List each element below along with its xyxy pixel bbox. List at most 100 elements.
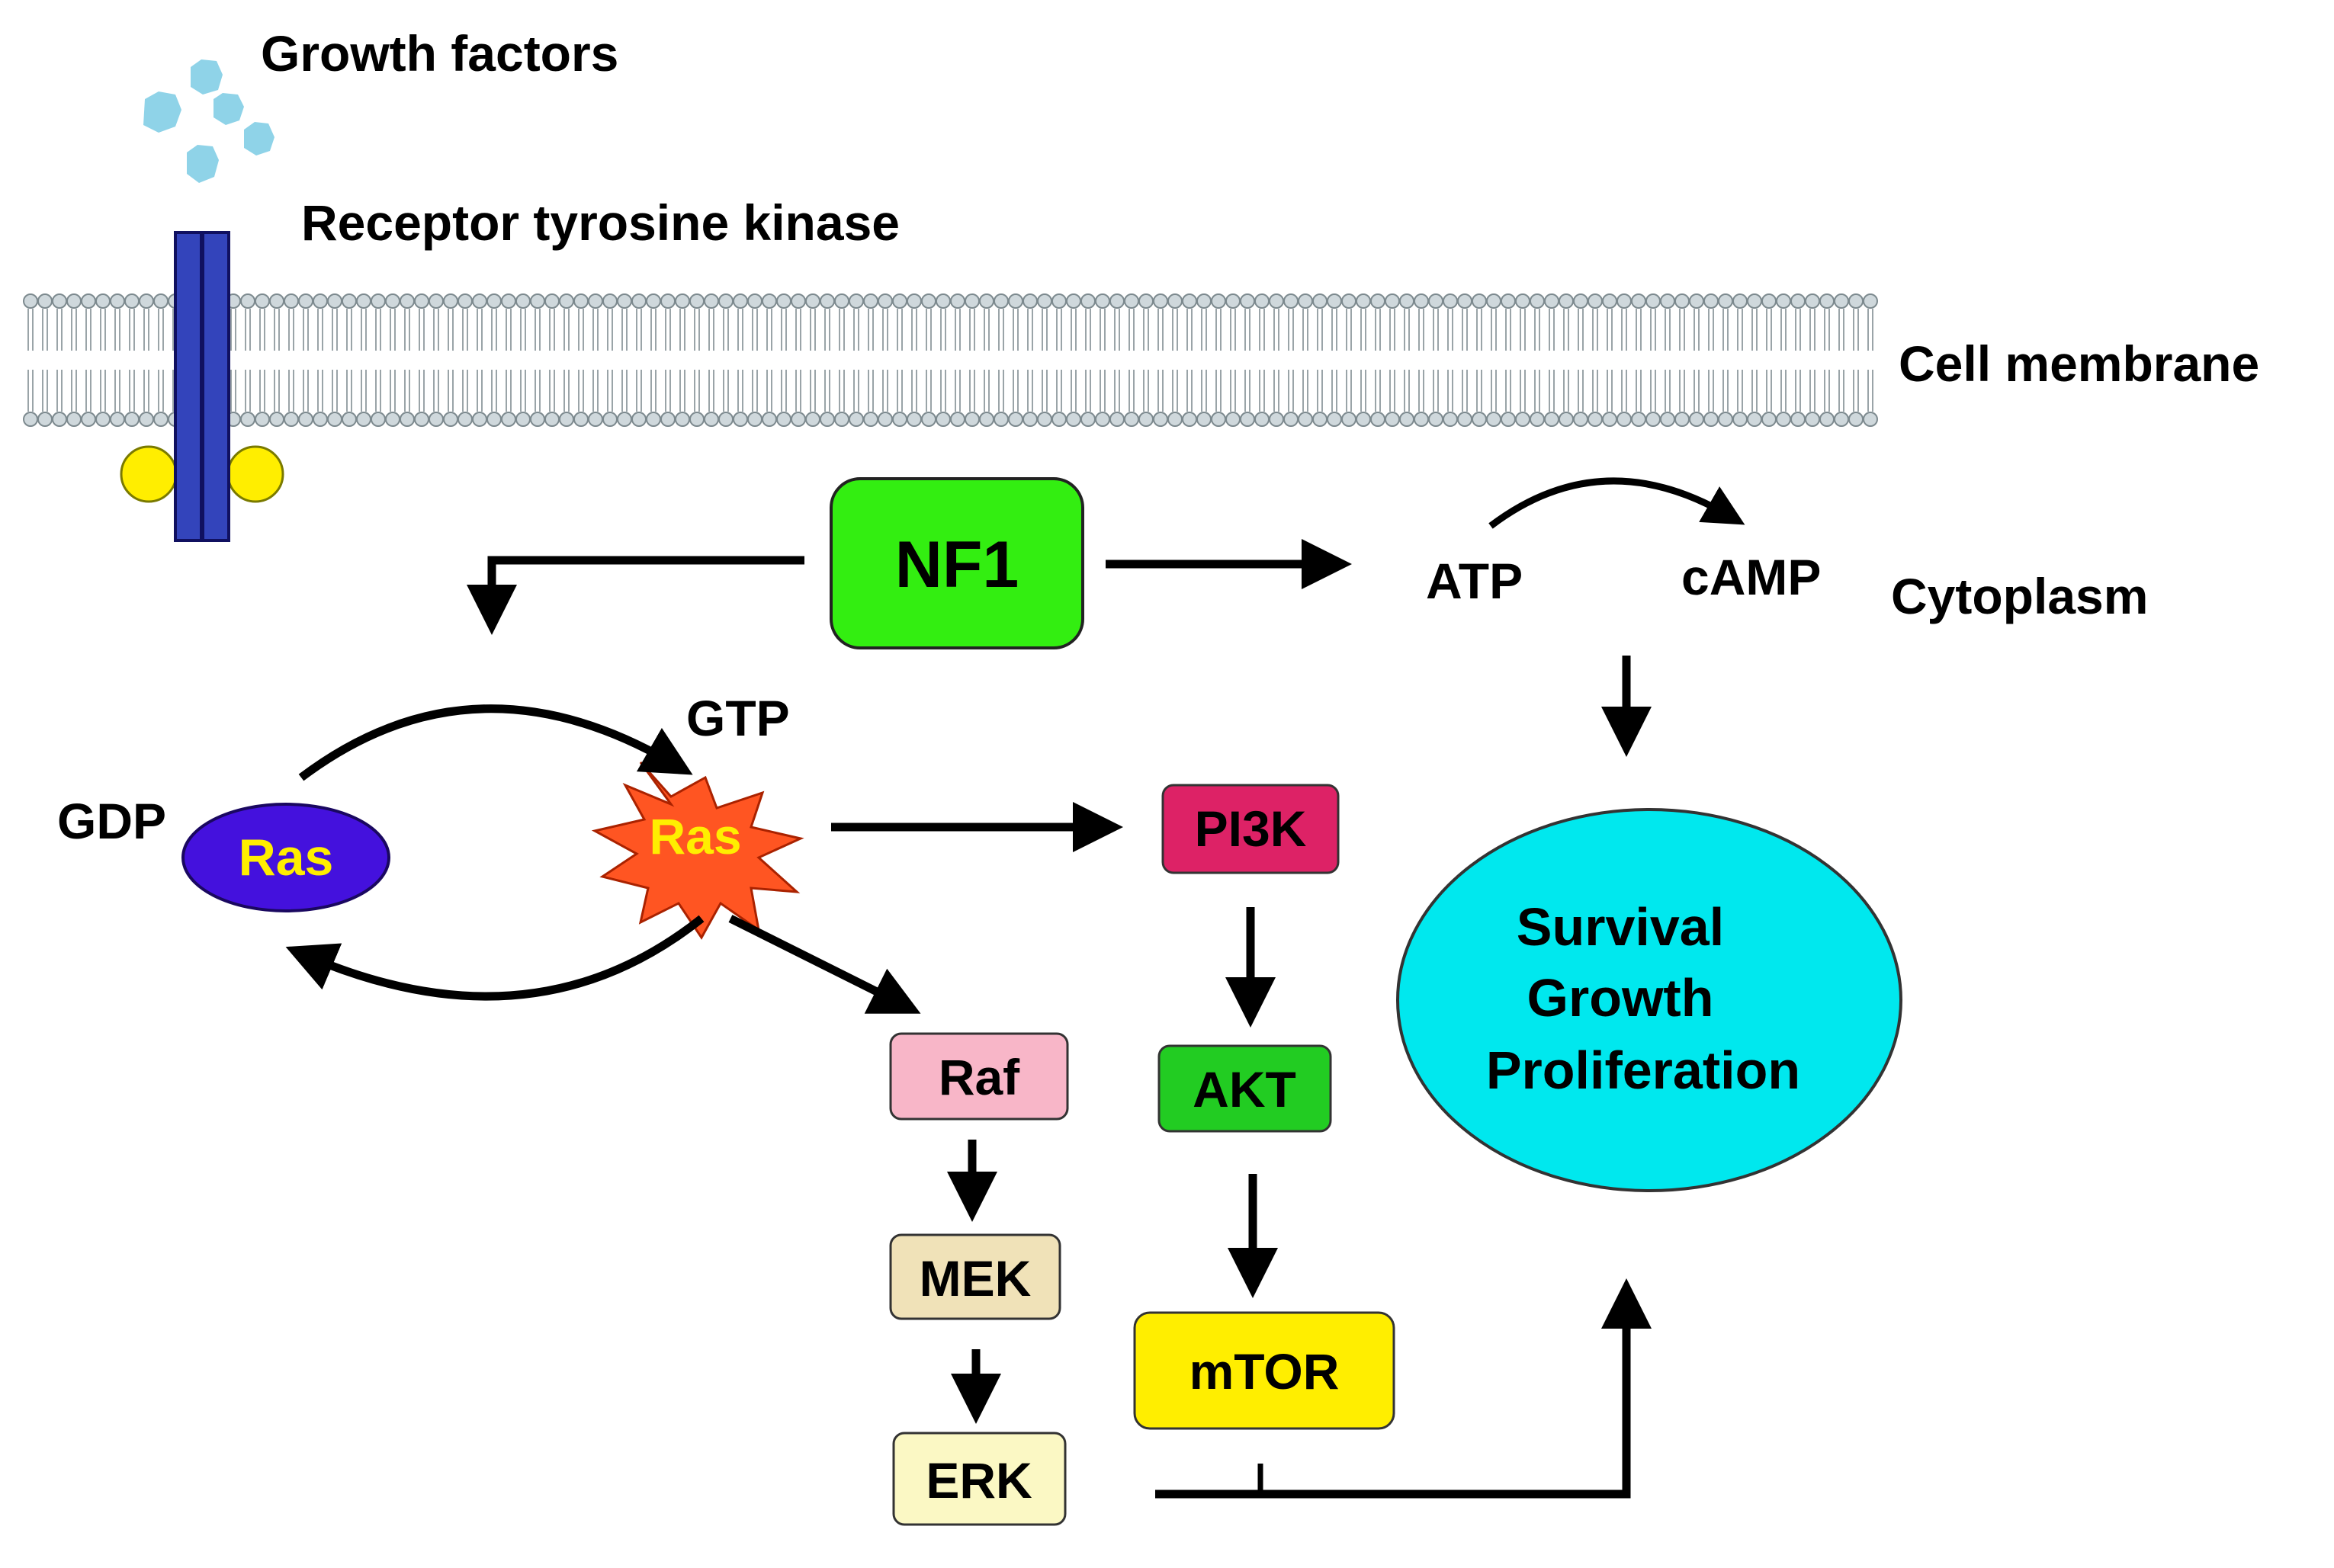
lipid-head [1588,412,1603,427]
lipid-head [414,412,429,427]
lipid-head [1602,293,1617,309]
ras-gdp-node: Ras [181,803,390,912]
lipid-head [863,412,878,427]
lipid-head [1370,293,1385,309]
growth-factors-icon [143,59,274,183]
lipid-head [544,293,560,309]
lipid-head [718,293,734,309]
lipid-tail [317,309,323,412]
lipid-head [1472,412,1487,427]
lipid-tail [607,309,613,412]
lipid-tail [1578,309,1584,412]
lipid-head [124,412,140,427]
lipid-head [1240,412,1255,427]
pi3k-node: PI3K [1161,784,1340,874]
lipid-tail [361,309,367,412]
lipid-head [66,293,82,309]
lipid-head [52,412,67,427]
lipid-head [1153,293,1168,309]
lipid-head [617,293,632,309]
lipid-head [1023,293,1038,309]
lipid-tail [1824,309,1830,412]
lipid-head [1443,293,1458,309]
lipid-tail [1230,309,1236,412]
lipid-head [921,293,936,309]
lipid-head [936,293,951,309]
lipid-tail [926,309,932,412]
lipid-tail [1751,309,1758,412]
lipid-head [559,293,574,309]
lipid-tail [549,309,555,412]
lipid-head [1544,293,1559,309]
lipid-tail [1563,309,1569,412]
lipid-tail [56,309,63,412]
lipid-tail [1259,309,1265,412]
lipid-head [23,412,38,427]
lipid-head [1428,412,1443,427]
lipid-head [1732,293,1748,309]
lipid-tail [824,309,830,412]
lipid-head [950,293,965,309]
lipid-head [1674,293,1690,309]
outcome-survival: Survival [1517,897,1724,957]
lipid-head [240,412,255,427]
lipid-tail [1172,309,1178,412]
camp-label: cAMP [1681,549,1821,605]
lipid-head [1356,293,1371,309]
lipid-head [718,412,734,427]
lipid-head [791,412,806,427]
lipid-head [457,293,473,309]
lipid-head [1109,412,1125,427]
lipid-tail [535,309,541,412]
arrow-erk-mtor-to-outcome [1155,1278,1652,1499]
cell-membrane-label: Cell membrane [1899,335,2259,392]
lipid-tail [940,309,946,412]
lipid-head [1124,293,1139,309]
lipid-head [1645,293,1661,309]
lipid-head [284,412,299,427]
lipid-head [834,293,849,309]
lipid-head [153,412,169,427]
lipid-tails [27,309,1873,412]
lipid-head [1399,293,1414,309]
lipid-head [139,412,154,427]
lipid-tail [955,309,961,412]
lipid-head [429,293,444,309]
lipid-tail [563,309,570,412]
lipid-tail [346,309,352,412]
lipid-head [1385,412,1400,427]
lipid-tail [679,309,685,412]
lipid-head [1356,412,1371,427]
lipid-tail [1534,309,1540,412]
lipid-head [1167,293,1183,309]
lipid-head [892,412,907,427]
lipid-tail [1708,309,1714,412]
lipid-head [602,412,618,427]
lipid-tail [1650,309,1656,412]
lipid-tail [984,309,990,412]
lipid-head [530,412,545,427]
lipid-head [1776,412,1791,427]
lipid-tail [390,309,396,412]
cell-membrane [23,293,1878,427]
lipid-head [1616,293,1632,309]
mek-node: MEK [889,1233,1061,1320]
lipid-head [675,412,690,427]
lipid-head [1674,412,1690,427]
lipid-head [1703,293,1719,309]
lipid-head [1848,293,1864,309]
lipid-head [1747,412,1762,427]
receptor-tyrosine-kinase-icon [120,231,284,542]
lipid-head [1066,412,1081,427]
lipid-head [1124,412,1139,427]
lipid-head [1138,293,1154,309]
lipid-head [269,412,284,427]
lipid-head [1848,412,1864,427]
lipid-head [52,293,67,309]
lipid-tail [868,309,874,412]
lipid-head [1269,412,1284,427]
lipid-head [1718,412,1733,427]
lipid-head [704,293,719,309]
lipid-tail [1215,309,1222,412]
